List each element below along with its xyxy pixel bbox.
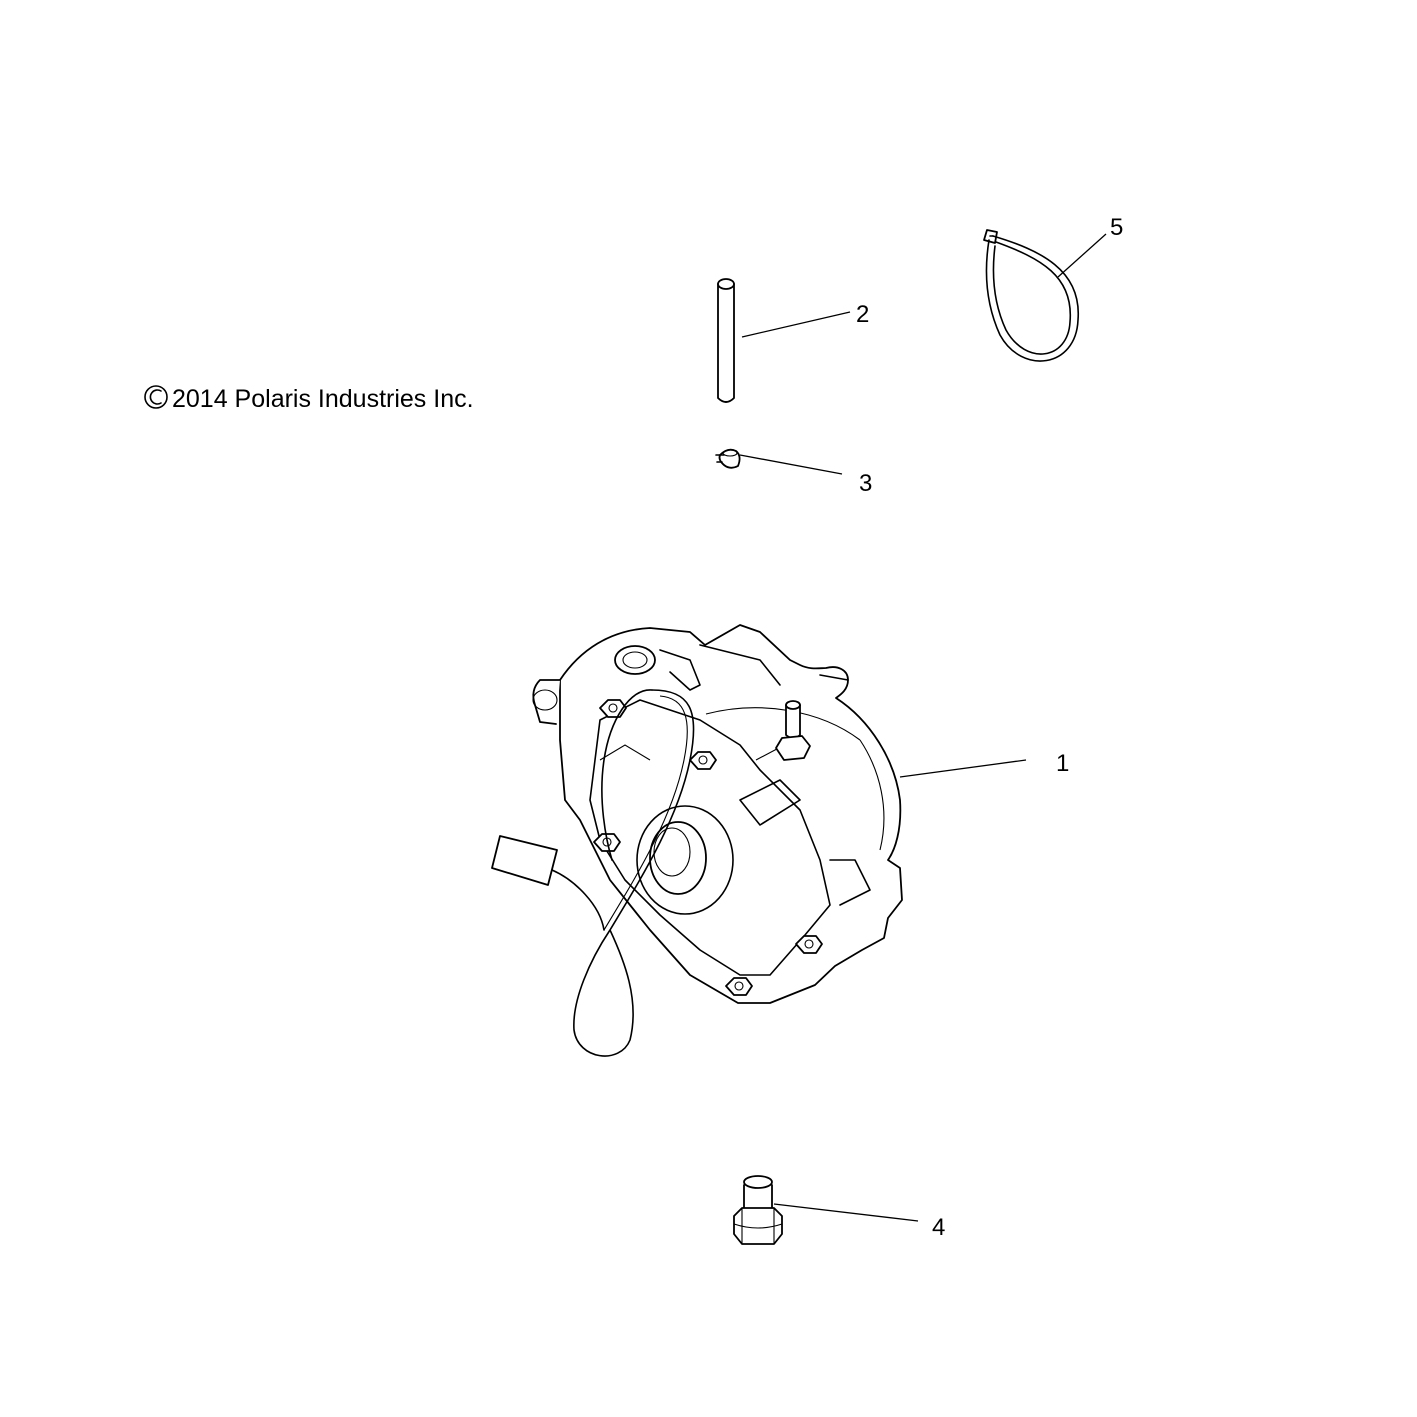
callout-4: 4 bbox=[932, 1214, 945, 1241]
cable-tie-icon bbox=[983, 229, 1079, 362]
flange-bolt-icon bbox=[733, 1175, 783, 1245]
vent-hose-icon bbox=[717, 278, 735, 403]
callout-2: 2 bbox=[856, 301, 869, 328]
leader-line-4 bbox=[773, 1203, 919, 1222]
leader-line-5 bbox=[1057, 233, 1107, 278]
leader-line-1 bbox=[899, 759, 1027, 778]
housing-bolt bbox=[795, 935, 823, 954]
gearcase-housing-icon bbox=[491, 624, 903, 1057]
leader-line-3 bbox=[739, 454, 843, 475]
hose-clamp-icon bbox=[715, 448, 741, 469]
copyright-symbol-icon bbox=[144, 385, 168, 409]
callout-3: 3 bbox=[859, 470, 872, 497]
housing-bolt bbox=[689, 751, 717, 770]
callout-1: 1 bbox=[1056, 750, 1069, 777]
housing-bolt bbox=[725, 977, 753, 996]
callout-5: 5 bbox=[1110, 214, 1123, 241]
copyright-text: 2014 Polaris Industries Inc. bbox=[172, 385, 474, 413]
leader-line-2 bbox=[741, 311, 851, 338]
copyright-notice: 2014 Polaris Industries Inc. bbox=[144, 385, 474, 413]
